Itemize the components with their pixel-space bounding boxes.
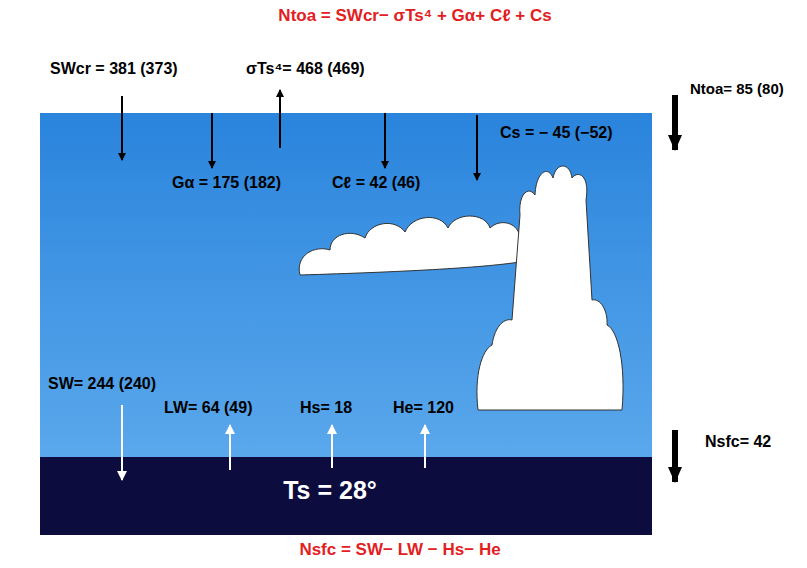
surface-temperature: Ts = 28° <box>283 477 377 505</box>
hs-arrow <box>331 425 333 468</box>
lw-arrow <box>229 425 231 470</box>
flux-value: LW= 64 (49) <box>164 399 252 417</box>
flux-value: SWcr = 381 (373) <box>50 60 178 78</box>
stratocumulus-cloud <box>299 216 520 275</box>
flux-value: Cs = − 45 (−52) <box>500 124 613 142</box>
he-arrow <box>424 425 426 468</box>
atmosphere <box>40 113 652 457</box>
sw-clear-arrow <box>121 96 123 160</box>
flux-value: Hs= 18 <box>300 399 352 417</box>
flux-value: Ntoa= 85 (80) <box>690 80 784 97</box>
cl-arrow <box>384 113 386 168</box>
flux-value: σTs⁴= 468 (469) <box>246 60 365 78</box>
cs-arrow <box>476 115 478 180</box>
surface-balance-formula: Nsfc = SW− LW − Hs− He <box>299 540 500 560</box>
flux-value: Gα = 175 (182) <box>172 174 281 192</box>
cumulonimbus-cloud <box>477 166 623 410</box>
olr-arrow <box>279 90 281 148</box>
ocean-band: Ts = 28° <box>40 457 652 535</box>
flux-value: He= 120 <box>393 399 454 417</box>
g-arrow <box>211 113 213 168</box>
toa-balance-formula: Ntoa = SWcr− σTs⁴ + Gα+ Cℓ + Cs <box>278 6 551 26</box>
flux-value: SW= 244 (240) <box>48 375 156 393</box>
ntoa-arrow <box>672 95 678 150</box>
flux-value: Nsfc= 42 <box>705 433 771 451</box>
flux-value: Cℓ = 42 (46) <box>332 174 420 192</box>
nsfc-arrow <box>672 430 678 482</box>
sw-surface-arrow <box>121 405 123 480</box>
